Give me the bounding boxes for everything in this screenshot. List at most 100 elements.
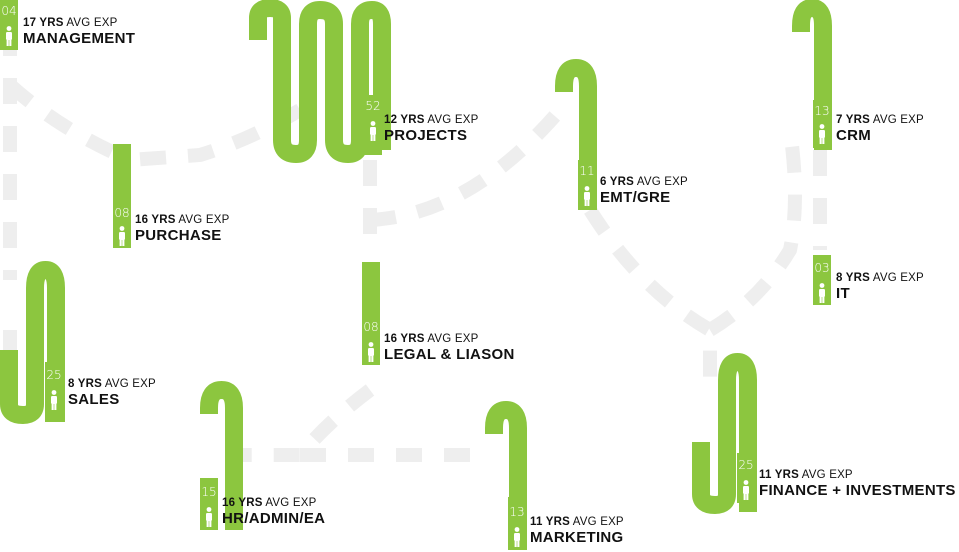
finance-investments-curve-glyph (692, 352, 757, 515)
hr-admin-ea-headcount: 15 (201, 485, 217, 499)
emt-gre-department-name: EMT/GRE (600, 189, 671, 206)
yrs-label: YRS (400, 114, 425, 126)
crm-headcount: 13 (814, 104, 830, 118)
sales-department-name: SALES (68, 391, 120, 408)
avg-exp-label: AVG EXP (872, 114, 924, 126)
emt-gre-bar (578, 160, 596, 210)
sales-avg-experience: 8 YRS AVG EXP (68, 378, 156, 391)
yrs-label: YRS (545, 516, 570, 528)
avg-exp-label: AVG EXP (66, 17, 118, 29)
person-icon (5, 26, 13, 51)
finance-investments-bar (737, 453, 755, 503)
projects-avg-experience: 12 YRS AVG EXP (384, 114, 478, 127)
projects-department-name: PROJECTS (384, 127, 468, 144)
purchase-department-name: PURCHASE (135, 227, 222, 244)
marketing-department-name: MARKETING (530, 529, 624, 546)
finance-investments-avg-experience: 11 YRS AVG EXP (759, 469, 956, 482)
marketing-bar (508, 497, 526, 550)
emt-gre-hook-glyph (555, 58, 597, 210)
avg-exp-label: AVG EXP (801, 469, 853, 481)
projects-shape (249, 0, 391, 164)
purchase-shape (113, 144, 131, 248)
it-department-name: IT (836, 285, 850, 302)
person-icon (367, 342, 375, 367)
hr-admin-ea-shape (200, 380, 243, 530)
yrs-label: YRS (77, 378, 103, 390)
sales-curve-glyph (0, 260, 65, 425)
crm-hook-glyph (792, 0, 832, 150)
avg-years-value: 11 (759, 469, 772, 481)
it-shape (813, 255, 831, 305)
it-headcount: 03 (814, 261, 830, 275)
yrs-label: YRS (845, 114, 871, 126)
avg-years-value: 12 (384, 114, 398, 126)
avg-years-value: 16 (135, 214, 149, 226)
connector-path-center (240, 105, 566, 462)
avg-years-value: 6 (600, 176, 607, 188)
hr-admin-ea-bar (200, 478, 218, 530)
avg-years-value: 8 (836, 272, 843, 284)
legal-liason-shape (362, 262, 380, 365)
avg-exp-label: AVG EXP (636, 176, 688, 188)
person-icon (205, 507, 213, 532)
crm-department-name: CRM (836, 127, 872, 144)
avg-years-value: 11 (530, 516, 543, 528)
yrs-label: YRS (845, 272, 871, 284)
marketing-headcount: 13 (509, 505, 525, 519)
marketing-hook-glyph (485, 400, 527, 550)
person-icon (50, 390, 58, 415)
connector-path-right (584, 129, 827, 380)
department-shapes (0, 0, 832, 550)
sales-headcount: 25 (46, 368, 62, 382)
legal-liason-bar (362, 262, 380, 365)
finance-investments-department-name: FINANCE + INVESTMENTS (759, 482, 956, 499)
avg-exp-label: AVG EXP (178, 214, 230, 226)
management-headcount: 04 (1, 4, 17, 18)
person-icon (513, 527, 521, 552)
avg-exp-label: AVG EXP (265, 497, 317, 509)
finance-investments-shape (692, 352, 757, 515)
management-avg-experience: 17 YRS AVG EXP (23, 17, 135, 30)
avg-years-value: 8 (68, 378, 75, 390)
purchase-avg-experience: 16 YRS AVG EXP (135, 214, 229, 227)
hr-admin-ea-avg-experience: 16 YRS AVG EXP (222, 497, 325, 510)
legal-liason-headcount: 08 (363, 320, 379, 334)
it-avg-experience: 8 YRS AVG EXP (836, 272, 924, 285)
person-icon (818, 283, 826, 308)
avg-exp-label: AVG EXP (872, 272, 924, 284)
yrs-label: YRS (609, 176, 635, 188)
yrs-label: YRS (238, 497, 263, 509)
management-bar (0, 0, 18, 50)
yrs-label: YRS (774, 469, 799, 481)
yrs-label: YRS (400, 333, 425, 345)
legal-liason-avg-experience: 16 YRS AVG EXP (384, 333, 515, 346)
avg-exp-label: AVG EXP (427, 333, 479, 345)
avg-years-value: 16 (222, 497, 236, 509)
yrs-label: YRS (39, 17, 64, 29)
person-icon (742, 480, 750, 505)
emt-gre-headcount: 11 (579, 164, 595, 178)
emt-gre-shape (555, 58, 597, 210)
emt-gre-avg-experience: 6 YRS AVG EXP (600, 176, 688, 189)
avg-years-value: 17 (23, 17, 37, 29)
it-bar (813, 255, 831, 305)
crm-avg-experience: 7 YRS AVG EXP (836, 114, 924, 127)
crm-shape (792, 0, 832, 150)
avg-years-value: 7 (836, 114, 843, 126)
finance-investments-headcount: 25 (738, 458, 754, 472)
legal-liason-department-name: LEGAL & LIASON (384, 346, 515, 363)
purchase-bar (113, 144, 131, 248)
projects-serpentine-glyph (249, 0, 391, 164)
marketing-shape (485, 400, 527, 550)
avg-exp-label: AVG EXP (104, 378, 156, 390)
purchase-headcount: 08 (114, 206, 130, 220)
